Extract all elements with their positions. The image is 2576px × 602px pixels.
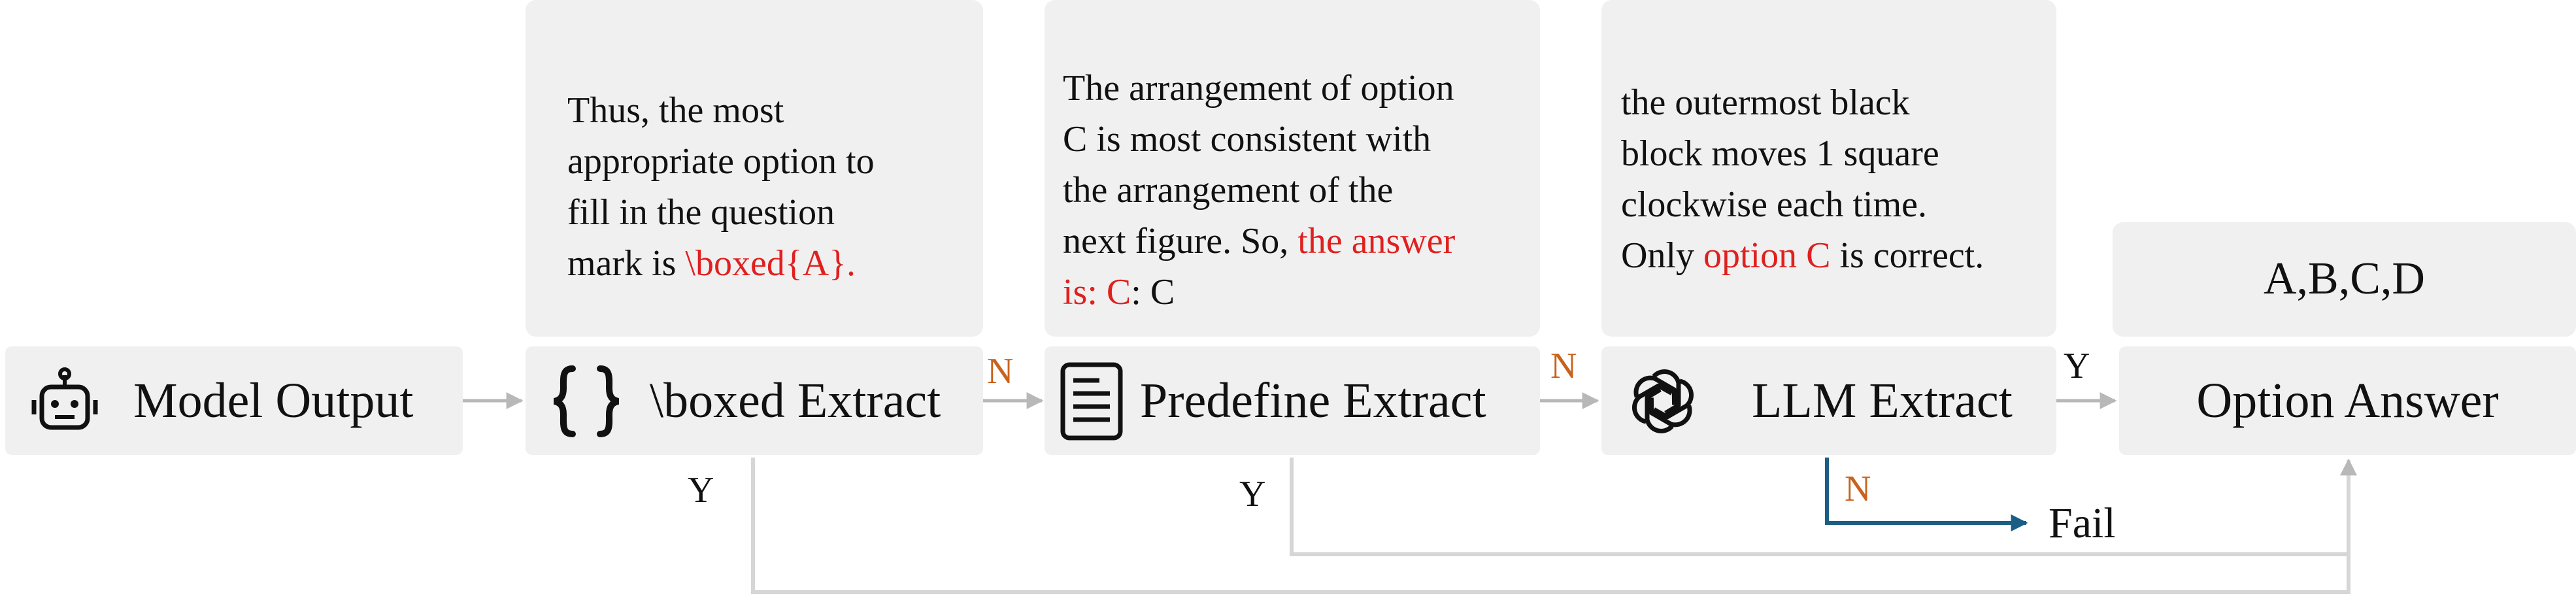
callout-boxed-line-2: appropriate option to	[567, 141, 875, 182]
node-option-answer: Option Answer	[2119, 346, 2576, 455]
callout-llm-line-2: block moves 1 square	[1621, 133, 1939, 174]
callout-predefine-line-3: the arrangement of the	[1063, 170, 1394, 210]
callout-llm-line-4: Only option C is correct.	[1621, 230, 1984, 281]
openai-logo-icon	[1631, 369, 1694, 433]
callout-predefine-highlight-2: is: C	[1063, 272, 1131, 312]
callout-options-text: A,B,C,D	[2264, 254, 2425, 304]
robot-icon	[31, 367, 98, 430]
callout-boxed: Thus, the most appropriate option to fil…	[526, 0, 983, 337]
arrow-predefine-yes	[1290, 458, 2349, 556]
callout-boxed-highlight: \boxed{A}.	[685, 243, 856, 284]
arrow-llm-no	[1825, 458, 2028, 531]
curly-braces-icon	[553, 365, 620, 437]
node-model-output: Model Output	[5, 346, 463, 455]
callout-predefine-line-2: C is most consistent with	[1063, 119, 1431, 159]
arrow-boxed-yes	[751, 458, 2357, 594]
edge-label-llm-yes: Y	[2064, 346, 2090, 386]
edge-label-boxed-no: N	[987, 351, 1014, 392]
callout-llm-line-3: clockwise each time.	[1621, 184, 1928, 225]
callout-predefine-line-5: is: C: C	[1063, 267, 1455, 318]
callout-predefine-line-1: The arrangement of option	[1063, 68, 1454, 109]
node-model-output-label: Model Output	[133, 373, 414, 428]
node-predefine-extract-label: Predefine Extract	[1140, 373, 1486, 428]
node-llm-extract-label: LLM Extract	[1752, 373, 2013, 428]
document-icon	[1060, 362, 1123, 441]
callout-llm-prefix: Only	[1621, 235, 1703, 276]
node-predefine-extract: Predefine Extract	[1045, 346, 1540, 455]
edge-label-boxed-yes: Y	[688, 470, 714, 510]
callout-llm-line-1: the outermost black	[1621, 82, 1910, 123]
callout-options: A,B,C,D	[2113, 222, 2576, 337]
callout-boxed-line-1: Thus, the most	[567, 90, 784, 131]
fail-label: Fail	[2049, 499, 2116, 547]
callout-boxed-prefix: mark is	[567, 243, 686, 284]
edge-label-predefine-yes: Y	[1239, 474, 1266, 514]
callout-predefine-highlight-1: the answer	[1297, 221, 1456, 261]
node-boxed-extract-label: \boxed Extract	[650, 373, 941, 428]
callout-llm-highlight: option C	[1703, 235, 1831, 276]
callout-llm: the outermost black block moves 1 square…	[1601, 0, 2056, 337]
callout-predefine-prefix: next figure. So,	[1063, 221, 1298, 261]
callout-boxed-line-3: fill in the question	[567, 192, 835, 233]
callout-boxed-line-4: mark is \boxed{A}.	[567, 238, 875, 289]
node-boxed-extract: \boxed Extract	[526, 346, 983, 455]
callout-predefine: The arrangement of option C is most cons…	[1045, 0, 1540, 337]
callout-llm-suffix: is correct.	[1830, 235, 1984, 276]
callout-predefine-line-4: next figure. So, the answer	[1063, 216, 1455, 267]
edge-label-llm-no: N	[1845, 469, 1871, 509]
node-option-answer-label: Option Answer	[2196, 373, 2499, 428]
edge-label-predefine-no: N	[1550, 346, 1577, 386]
callout-predefine-suffix: : C	[1131, 272, 1175, 312]
node-llm-extract: LLM Extract	[1601, 346, 2056, 455]
